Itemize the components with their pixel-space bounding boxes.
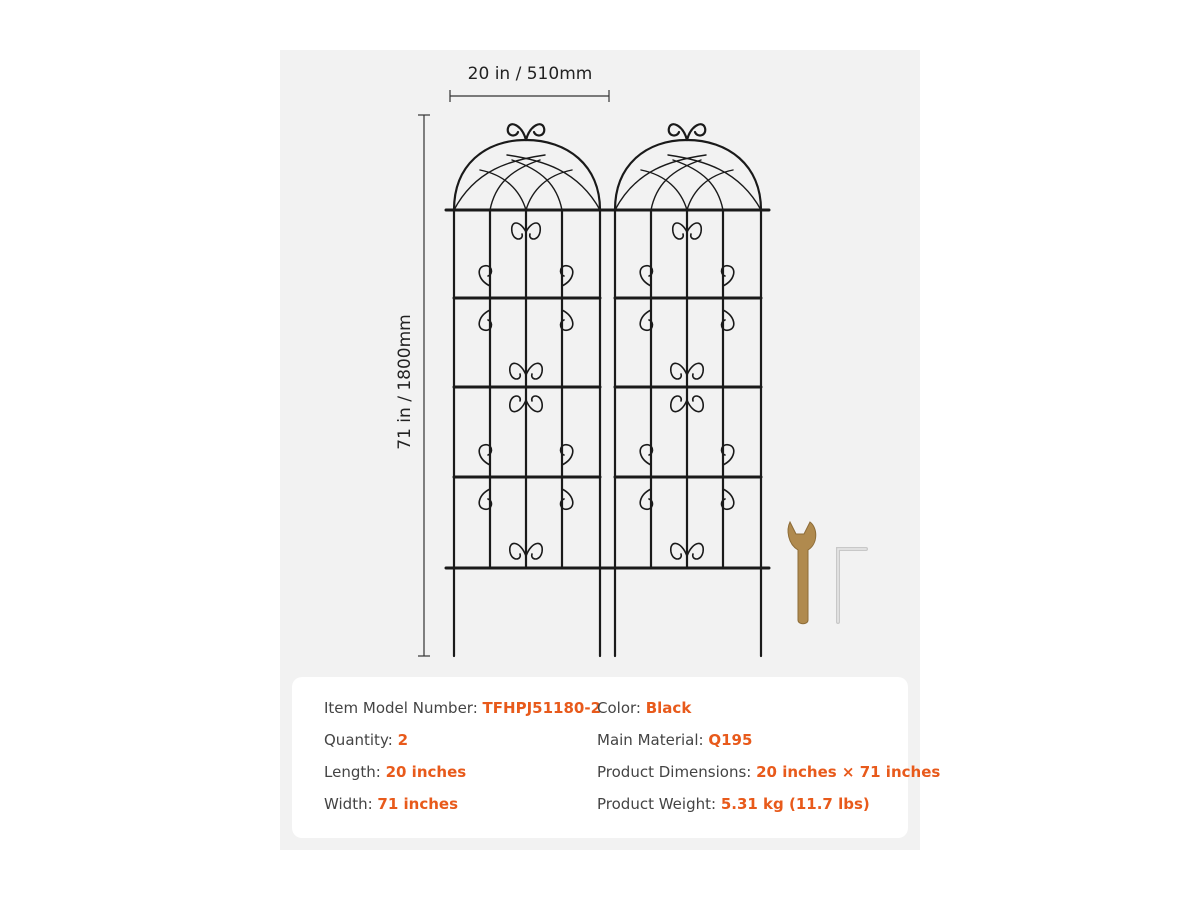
- spec-label: Width:: [324, 795, 373, 813]
- spec-value: 20 inches × 71 inches: [756, 763, 941, 781]
- width-dimension-line: [449, 90, 610, 102]
- spec-quantity: Quantity: 2: [324, 731, 408, 749]
- spec-value: TFHPJ51180-2: [482, 699, 602, 717]
- spec-model: Item Model Number: TFHPJ51180-2: [324, 699, 601, 717]
- spec-label: Quantity:: [324, 731, 393, 749]
- spec-weight: Product Weight: 5.31 kg (11.7 lbs): [597, 795, 870, 813]
- spec-label: Length:: [324, 763, 381, 781]
- spec-label: Product Dimensions:: [597, 763, 752, 781]
- spec-value: 20 inches: [385, 763, 467, 781]
- spec-value: 5.31 kg (11.7 lbs): [720, 795, 870, 813]
- height-dimension-label: 71 in / 1800mm: [395, 314, 415, 450]
- allen-key-icon: [836, 547, 868, 624]
- spec-color: Color: Black: [597, 699, 691, 717]
- spec-dimensions: Product Dimensions: 20 inches × 71 inche…: [597, 763, 940, 781]
- wrench-icon: [787, 520, 817, 625]
- trellis-panel-left: [444, 122, 610, 658]
- spec-material: Main Material: Q195: [597, 731, 752, 749]
- spec-value: 2: [397, 731, 409, 749]
- width-dimension-label: 20 in / 510mm: [467, 64, 593, 84]
- height-dimension-line: [418, 114, 430, 657]
- spec-label: Item Model Number:: [324, 699, 478, 717]
- spec-value: Black: [645, 699, 692, 717]
- spec-label: Product Weight:: [597, 795, 717, 813]
- spec-value: Q195: [708, 731, 753, 749]
- spec-label: Color:: [597, 699, 641, 717]
- spec-label: Main Material:: [597, 731, 704, 749]
- spec-width: Width: 71 inches: [324, 795, 458, 813]
- trellis-panel-right: [605, 122, 771, 658]
- spec-card: [292, 677, 908, 838]
- spec-length: Length: 20 inches: [324, 763, 466, 781]
- spec-value: 71 inches: [377, 795, 459, 813]
